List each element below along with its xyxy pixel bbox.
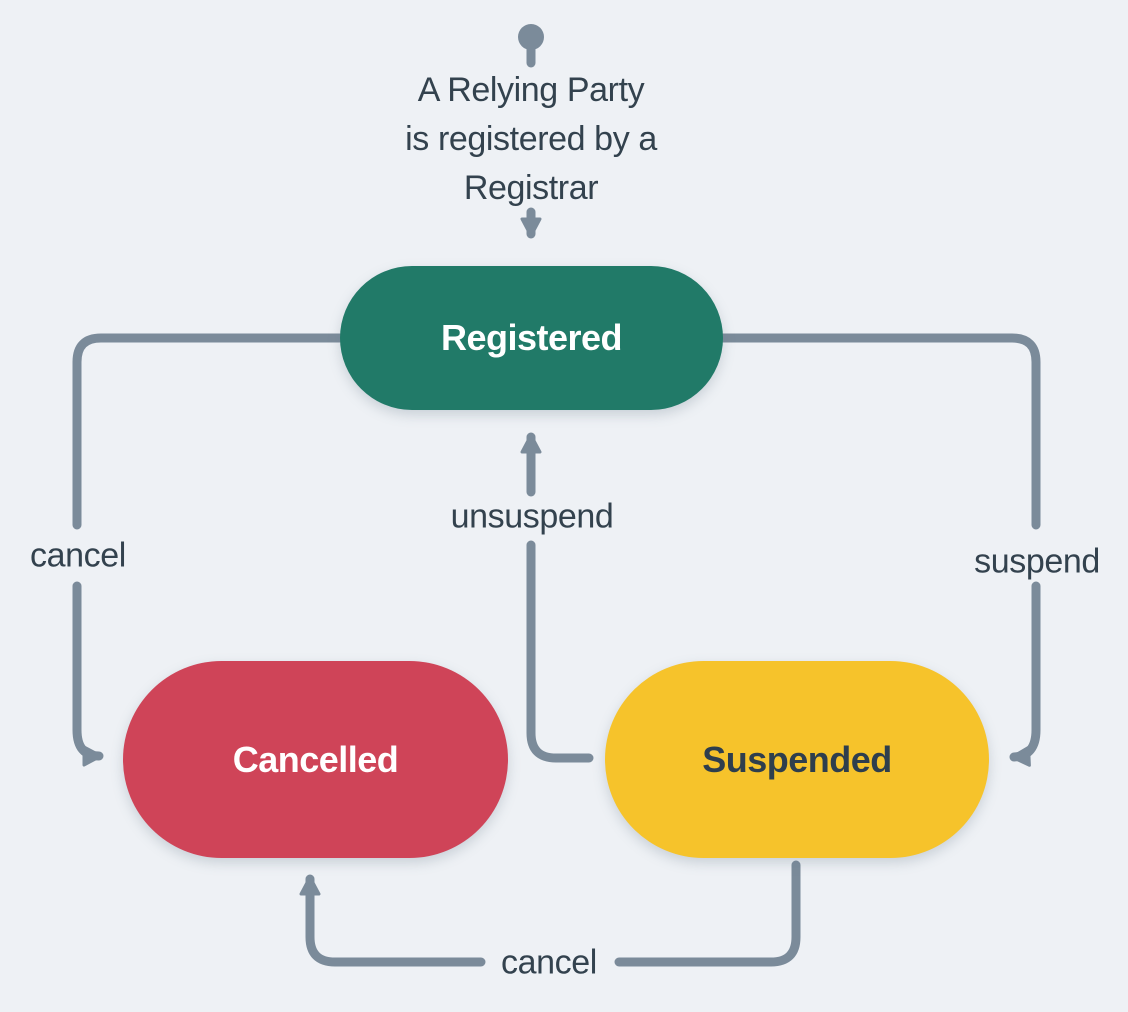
start-note-line: A Relying Party [417, 71, 645, 109]
transition-label-cancel-bottom: cancel [501, 943, 597, 982]
state-registered: Registered [340, 266, 723, 410]
edge-suspended-to-cancelled-right [614, 860, 801, 967]
state-cancelled: Cancelled [123, 661, 508, 858]
edge-registered-to-suspended-lower [1009, 581, 1041, 767]
transition-label-suspend: suspend [974, 542, 1100, 581]
state-suspended-label: Suspended [702, 738, 892, 780]
state-cancelled-label: Cancelled [232, 738, 399, 780]
start-note-line: is registered by a [405, 120, 657, 158]
start-note: A Relying Party is registered by a Regis… [405, 66, 657, 213]
start-note-line: Registrar [463, 169, 599, 207]
transition-label-cancel-left: cancel [30, 536, 126, 575]
start-marker-dot [518, 24, 544, 50]
state-suspended: Suspended [605, 661, 989, 858]
edge-registered-to-cancelled-upper [72, 333, 345, 530]
transition-label-unsuspend: unsuspend [450, 497, 614, 536]
edge-suspended-to-cancelled-left [299, 874, 486, 967]
edge-registered-to-suspended-upper [718, 333, 1041, 530]
edge-registered-to-cancelled-lower [72, 581, 104, 767]
edge-suspended-to-registered-lower [526, 540, 594, 763]
state-registered-label: Registered [440, 317, 623, 358]
